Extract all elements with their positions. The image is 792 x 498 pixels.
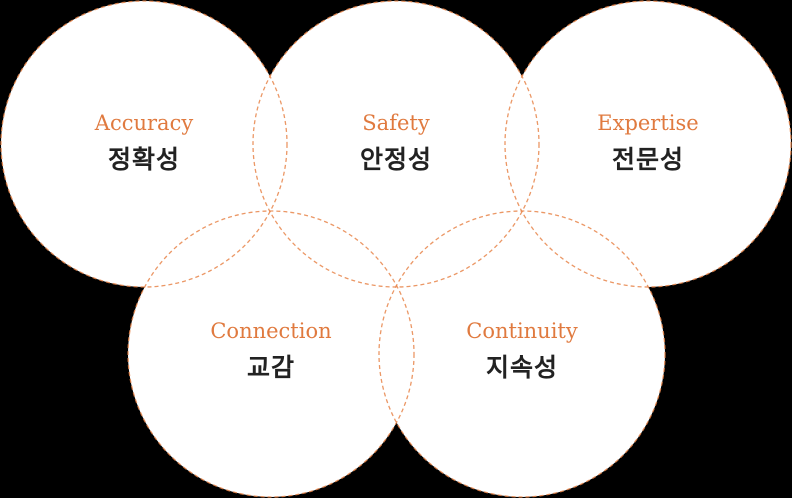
label-ko-accuracy: 정확성 <box>107 145 180 174</box>
circle-fill-safety <box>253 1 539 287</box>
circle-safety: Safety 안정성 <box>276 110 516 176</box>
circle-connection: Connection 교감 <box>151 318 391 384</box>
circle-outline-continuity <box>378 210 666 498</box>
circle-fill-expertise <box>505 1 791 287</box>
label-ko-safety: 안정성 <box>359 145 432 174</box>
circle-accuracy: Accuracy 정확성 <box>24 110 264 176</box>
circle-outline-connection <box>127 210 415 498</box>
circle-expertise: Expertise 전문성 <box>528 110 768 176</box>
label-ko-connection: 교감 <box>246 353 295 382</box>
circle-fill-accuracy <box>1 1 287 287</box>
label-en-connection: Connection <box>210 319 332 343</box>
circle-fill-continuity <box>379 211 665 497</box>
label-en-safety: Safety <box>362 111 430 135</box>
label-en-continuity: Continuity <box>466 319 578 343</box>
circle-fill-connection <box>128 211 414 497</box>
label-en-expertise: Expertise <box>597 111 699 135</box>
label-ko-continuity: 지속성 <box>485 353 558 382</box>
label-ko-expertise: 전문성 <box>611 145 684 174</box>
circle-continuity: Continuity 지속성 <box>402 318 642 384</box>
label-en-accuracy: Accuracy <box>94 111 194 135</box>
